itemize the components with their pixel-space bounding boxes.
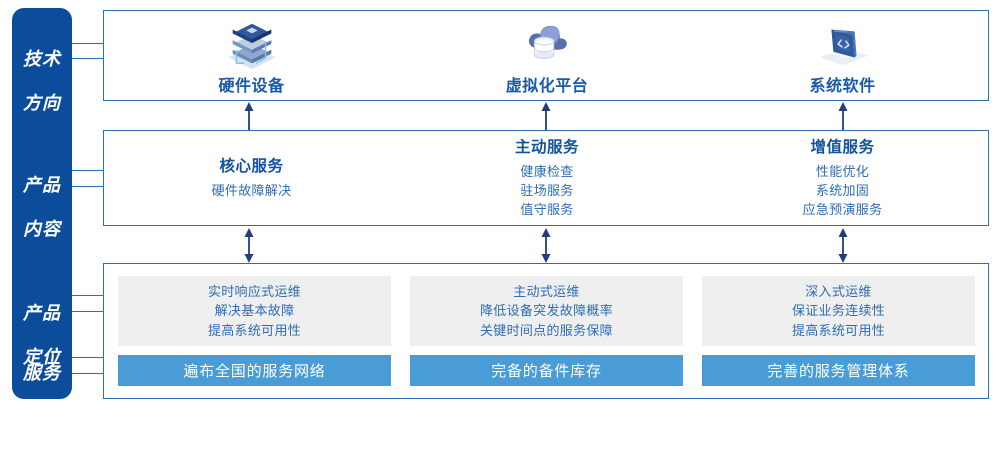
tech-column-virtualization[interactable]: 虚拟化平台 — [399, 11, 695, 100]
arrow-up-down-icon-left — [244, 228, 254, 263]
advantage-bar-management[interactable]: 完善的服务管理体系 — [702, 355, 975, 386]
rail-item-service-advantage[interactable]: 服务 优势 — [12, 340, 72, 450]
tech-column-hardware[interactable]: 硬件设备 — [104, 11, 399, 100]
content-item: 驻场服务 — [520, 183, 574, 198]
connector-advantage-1 — [72, 357, 104, 358]
rail-label-line2: 方向 — [23, 93, 61, 113]
rail-label-line2: 内容 — [23, 219, 61, 239]
position-item: 提高系统可用性 — [791, 322, 886, 338]
cloud-database-icon — [529, 25, 567, 59]
connector-tech-2 — [72, 58, 104, 59]
tech-title-software: 系统软件 — [809, 77, 876, 95]
content-title-proactive: 主动服务 — [514, 139, 579, 156]
rail-label-line1: 产品 — [23, 175, 61, 195]
service-architecture-diagram: 技术 方向 产品 内容 产品 定位 服务 优势 — [12, 8, 989, 399]
connector-content-1 — [72, 170, 104, 171]
position-item: 主动式运维 — [513, 283, 580, 299]
position-card-deep[interactable]: 深入式运维 保证业务连续性 提高系统可用性 — [702, 276, 975, 346]
position-item: 降低设备突发故障概率 — [479, 303, 613, 319]
laptop-code-icon — [819, 29, 868, 65]
content-title-valueadd: 增值服务 — [810, 139, 875, 156]
position-item: 关键时间点的服务保障 — [479, 322, 613, 338]
position-item: 深入式运维 — [805, 283, 872, 299]
content-column-proactive[interactable]: 主动服务 健康检查 驻场服务 值守服务 — [399, 131, 695, 225]
rail-label-line1: 产品 — [23, 303, 61, 323]
content-item: 健康检查 — [520, 164, 574, 179]
connector-position-1 — [72, 295, 104, 296]
content-item: 应急预演服务 — [802, 202, 883, 217]
product-position-panel: 实时响应式运维 解决基本故障 提高系统可用性 主动式运维 降低设备突发故障概率 … — [103, 263, 989, 399]
connector-position-2 — [72, 311, 104, 312]
rail-label-line1: 服务 — [23, 363, 61, 383]
arrow-up-icon-hardware — [244, 102, 254, 130]
position-item: 解决基本故障 — [214, 303, 295, 319]
content-item: 值守服务 — [520, 202, 574, 217]
rail-item-tech-direction[interactable]: 技术 方向 — [12, 26, 72, 136]
connector-advantage-2 — [72, 373, 104, 374]
rail-item-product-content[interactable]: 产品 内容 — [12, 152, 72, 262]
tech-direction-panel: 硬件设备 虚拟化平台 — [103, 10, 989, 101]
category-rail — [12, 8, 72, 399]
tech-title-hardware: 硬件设备 — [218, 77, 285, 95]
content-item: 性能优化 — [815, 164, 870, 179]
advantage-bar-spares[interactable]: 完备的备件库存 — [410, 355, 683, 386]
content-item: 系统加固 — [815, 183, 870, 198]
content-item: 硬件故障解决 — [211, 183, 292, 198]
connector-content-2 — [72, 186, 104, 187]
server-stack-icon — [228, 23, 275, 69]
tech-title-virtualization: 虚拟化平台 — [505, 77, 589, 95]
position-card-realtime[interactable]: 实时响应式运维 解决基本故障 提高系统可用性 — [118, 276, 391, 346]
content-column-valueadd[interactable]: 增值服务 性能优化 系统加固 应急预演服务 — [695, 131, 990, 225]
tech-column-software[interactable]: 系统软件 — [695, 11, 990, 100]
content-title-core: 核心服务 — [219, 158, 284, 175]
position-item: 保证业务连续性 — [791, 303, 886, 319]
rail-label-line2: 优势 — [23, 407, 61, 427]
arrow-up-icon-virtualization — [541, 102, 551, 130]
position-card-proactive[interactable]: 主动式运维 降低设备突发故障概率 关键时间点的服务保障 — [410, 276, 683, 346]
content-column-core[interactable]: 核心服务 硬件故障解决 — [104, 131, 399, 225]
position-item: 提高系统可用性 — [207, 322, 302, 338]
arrow-up-down-icon-middle — [541, 228, 551, 263]
rail-label-line1: 技术 — [23, 49, 61, 69]
product-content-panel: 核心服务 硬件故障解决 主动服务 健康检查 驻场服务 值守服务 增值服务 性能优… — [103, 130, 989, 226]
advantage-bar-network[interactable]: 遍布全国的服务网络 — [118, 355, 391, 386]
position-item: 实时响应式运维 — [207, 283, 302, 299]
arrow-up-icon-software — [838, 102, 848, 130]
connector-tech-1 — [72, 43, 104, 44]
arrow-up-down-icon-right — [838, 228, 848, 263]
rail-item-product-position[interactable]: 产品 定位 — [12, 280, 72, 390]
rail-label-line2: 定位 — [23, 347, 61, 367]
